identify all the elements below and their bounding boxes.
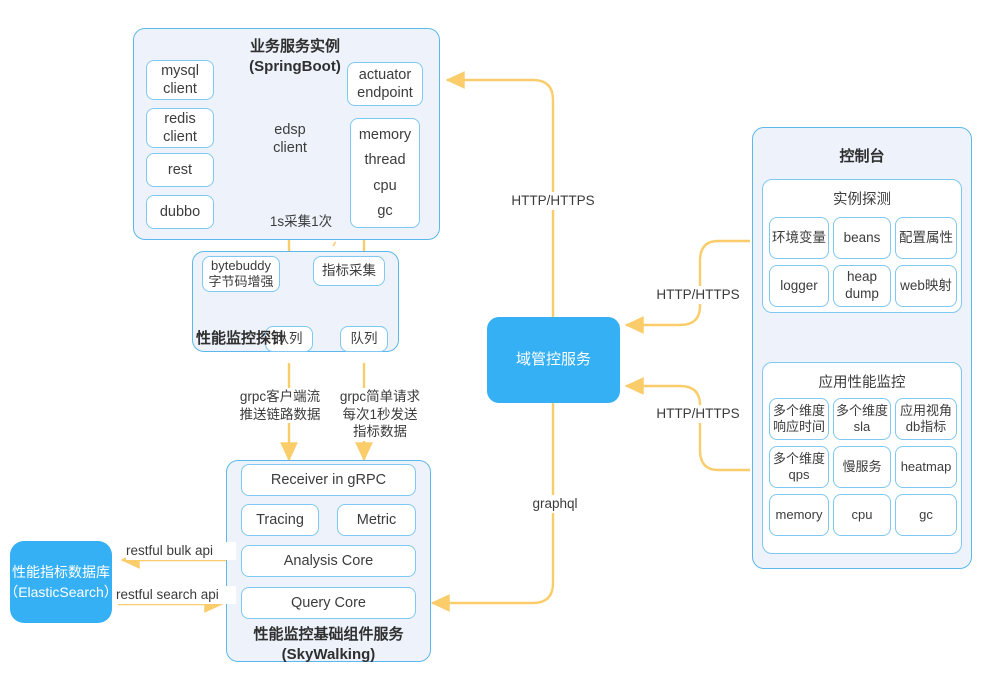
console-item-web-mapping[interactable]: web映射	[895, 265, 957, 307]
edge-label-http-top: HTTP/HTTPS	[505, 192, 601, 210]
metric-memory: memory	[358, 127, 412, 144]
console-item-env[interactable]: 环境变量	[769, 217, 829, 259]
node-label: gc	[919, 506, 933, 522]
console-item-cpu[interactable]: cpu	[833, 494, 891, 536]
node-label: beans	[843, 229, 881, 245]
console-item-config-props[interactable]: 配置属性	[895, 217, 957, 259]
node-label: 多个维度 qps	[772, 450, 825, 482]
domain-service-box[interactable]: 域管控服务	[487, 317, 620, 403]
domain-service-label: 域管控服务	[515, 351, 591, 369]
node-queue-right[interactable]: 队列	[340, 326, 388, 352]
node-label: Tracing	[256, 511, 304, 528]
elasticsearch-line1: 性能指标数据库	[12, 563, 110, 580]
metric-cpu: cpu	[373, 177, 397, 194]
springboot-title-line1: 业务服务实例	[249, 38, 340, 55]
node-label: 多个维度 响应时间	[772, 402, 825, 434]
node-metric[interactable]: Metric	[337, 504, 416, 536]
springboot-title: 业务服务实例 (SpringBoot)	[200, 37, 390, 78]
node-label: edsp client	[273, 121, 307, 156]
sampling-note: 1s采集1次	[269, 214, 333, 229]
node-label: 应用视角 db指标	[899, 402, 952, 434]
node-bytebuddy[interactable]: bytebuddy 字节码增强	[202, 256, 280, 292]
node-label: 指标采集	[322, 262, 376, 278]
console-item-heap-dump[interactable]: heap dump	[833, 265, 891, 307]
node-label: memory	[775, 506, 823, 522]
metric-thread: thread	[364, 152, 406, 169]
node-label: actuator endpoint	[357, 66, 413, 101]
node-queue-left[interactable]: 队列	[265, 326, 313, 352]
node-label: cpu	[851, 506, 873, 522]
console-item-memory[interactable]: memory	[769, 494, 829, 536]
node-mysql-client[interactable]: mysql client	[146, 60, 214, 100]
node-metric-collector[interactable]: 指标采集	[313, 256, 385, 286]
edge-label-grpc-metric: grpc简单请求 每次1秒发送 指标数据	[332, 388, 428, 441]
springboot-title-line2: (SpringBoot)	[249, 58, 341, 76]
node-receiver-grpc[interactable]: Receiver in gRPC	[241, 464, 416, 496]
node-label: Metric	[356, 511, 397, 528]
console-section-apm-title: 应用性能监控	[818, 375, 906, 391]
console-item-qps[interactable]: 多个维度 qps	[769, 446, 829, 488]
edge-label-graphql: graphql	[525, 495, 585, 513]
node-label: redis client	[163, 110, 197, 145]
node-redis-client[interactable]: redis client	[146, 108, 214, 148]
console-item-beans[interactable]: beans	[833, 217, 891, 259]
node-edsp-client[interactable]: edsp client	[258, 118, 322, 160]
node-label: 配置属性	[899, 229, 953, 245]
edge-label-es-bulk: restful bulk api	[126, 542, 236, 560]
node-label: logger	[780, 277, 818, 293]
console-item-heatmap[interactable]: heatmap	[895, 446, 957, 488]
node-tracing[interactable]: Tracing	[241, 504, 319, 536]
edge-label-es-search: restful search api	[116, 586, 236, 604]
console-item-slow-service[interactable]: 慢服务	[833, 446, 891, 488]
console-item-logger[interactable]: logger	[769, 265, 829, 307]
node-jvm-metrics[interactable]: memory thread cpu gc	[350, 118, 420, 228]
node-rest[interactable]: rest	[146, 153, 214, 187]
node-label: mysql client	[161, 62, 199, 97]
console-item-sla[interactable]: 多个维度 sla	[833, 398, 891, 440]
edge-http-probe-up	[624, 239, 750, 334]
edge-label-http-apm: HTTP/HTTPS	[650, 405, 746, 423]
node-label: web映射	[900, 277, 952, 293]
skywalking-title-line1: 性能监控基础组件服务	[253, 626, 404, 643]
console-item-gc[interactable]: gc	[895, 494, 957, 536]
node-label: 多个维度 sla	[835, 402, 888, 434]
node-label: 慢服务	[842, 458, 882, 474]
elasticsearch-line2: （ElasticSearch）	[4, 584, 118, 600]
node-actuator-endpoint[interactable]: actuator endpoint	[347, 62, 423, 106]
console-title: 控制台	[839, 148, 885, 165]
probe-title: 性能监控探针	[196, 330, 287, 347]
console-section-instance-probe-title: 实例探测	[833, 192, 891, 208]
node-dubbo[interactable]: dubbo	[146, 195, 214, 229]
skywalking-title-line2: (SkyWalking)	[281, 646, 376, 664]
node-label: heap dump	[845, 269, 879, 301]
node-analysis-core[interactable]: Analysis Core	[241, 545, 416, 577]
node-label: Analysis Core	[283, 552, 374, 569]
node-label: 环境变量	[772, 229, 826, 245]
elasticsearch-box[interactable]: 性能指标数据库 （ElasticSearch）	[4, 541, 118, 623]
node-label: Receiver in gRPC	[270, 471, 387, 488]
edge-http-apm	[624, 377, 750, 472]
console-item-db-metrics[interactable]: 应用视角 db指标	[895, 398, 957, 440]
node-label: Query Core	[291, 594, 366, 611]
metric-gc: gc	[377, 202, 393, 219]
node-label: dubbo	[159, 203, 201, 220]
console-item-response-time[interactable]: 多个维度 响应时间	[769, 398, 829, 440]
node-query-core[interactable]: Query Core	[241, 587, 416, 619]
node-label: 队列	[275, 330, 303, 346]
node-label: bytebuddy 字节码增强	[208, 257, 274, 289]
node-label: heatmap	[900, 458, 952, 474]
skywalking-title: 性能监控基础组件服务 (SkyWalking)	[241, 625, 416, 666]
edge-label-http-probe-up: HTTP/HTTPS	[650, 286, 746, 304]
node-label: 队列	[350, 330, 378, 346]
node-label: rest	[167, 161, 193, 178]
edge-label-grpc-trace: grpc客户端流 推送链路数据	[232, 388, 328, 424]
